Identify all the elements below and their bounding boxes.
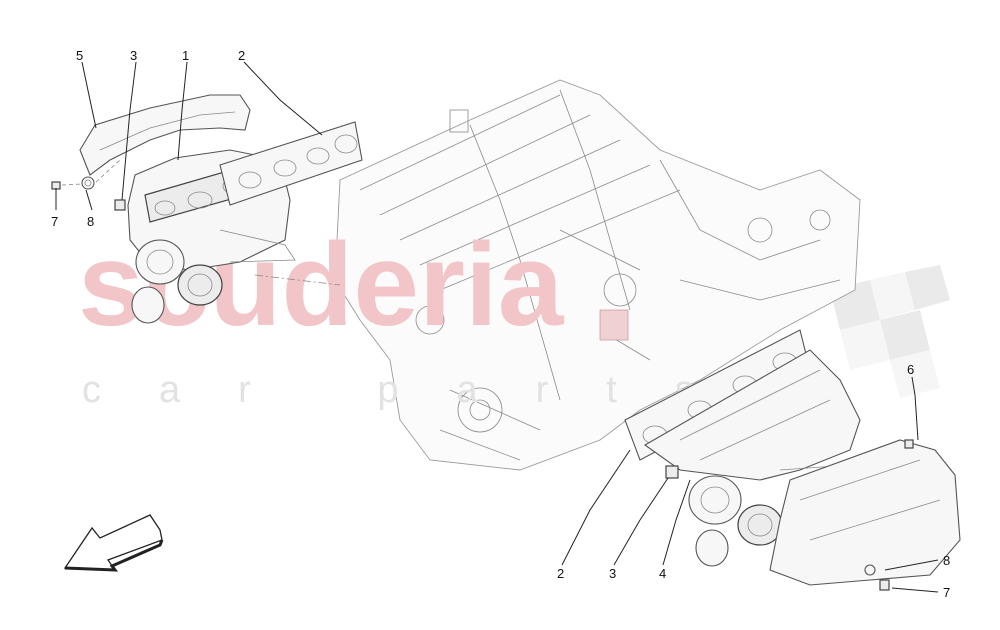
- engine-block-illustration: [334, 79, 861, 471]
- left-turbo-assembly: [51, 94, 363, 324]
- callout-3-left: 3: [130, 48, 137, 63]
- callout-2-left: 2: [238, 48, 245, 63]
- callout-1-left: 1: [182, 48, 189, 63]
- callout-labels: 5 3 1 2 7 8 6 2 3 4 8 7: [51, 48, 950, 600]
- callout-7-right: 7: [943, 585, 950, 600]
- callout-8-left: 8: [87, 214, 94, 229]
- callout-5-left: 5: [76, 48, 83, 63]
- callout-8-right: 8: [943, 553, 950, 568]
- callout-7-left: 7: [51, 214, 58, 229]
- callout-6-right: 6: [907, 362, 914, 377]
- right-turbo-assembly: [624, 329, 961, 591]
- direction-arrow-icon: [63, 514, 164, 572]
- checkered-flag-watermark: [830, 265, 950, 398]
- callout-2-right: 2: [557, 566, 564, 581]
- callout-4-right: 4: [659, 566, 666, 581]
- callout-3-right: 3: [609, 566, 616, 581]
- leader-lines: [55, 61, 939, 593]
- watermark-tagline: car parts: [82, 369, 752, 411]
